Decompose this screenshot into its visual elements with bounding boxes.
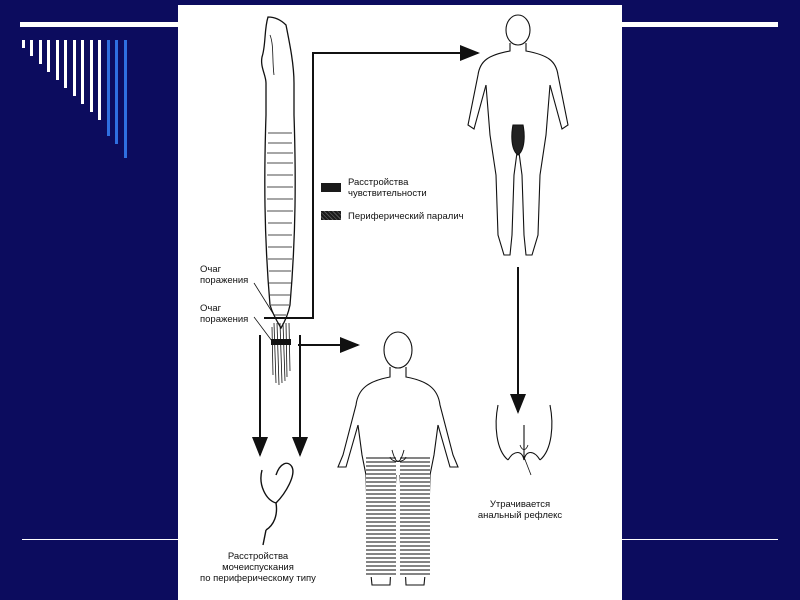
buttocks-figure [495, 404, 553, 476]
legend-swatch-hatched [321, 211, 341, 220]
diagram-drawing [252, 14, 569, 586]
diagram-figure: Расстройства чувствительности Перифериче… [178, 5, 622, 600]
bottom-divider-line-right [622, 539, 778, 540]
label-anal-reflex: Утрачивается анальный рефлекс [477, 499, 563, 521]
connector-arrows [252, 45, 526, 457]
legend-swatch-solid [321, 183, 341, 192]
legend-label-paralysis: Периферический паралич [348, 211, 464, 222]
bottom-divider-line [22, 539, 178, 540]
label-urination: Расстройства мочеиспускания по периферич… [200, 551, 316, 584]
body-back-figure [467, 14, 569, 256]
spinal-cord [260, 16, 296, 386]
legend-label-sensory: Расстройства чувствительности [348, 177, 427, 199]
label-lesion-lower: Очаг поражения [200, 303, 249, 325]
body-front-figure [337, 331, 459, 586]
top-divider-line-right [622, 22, 778, 27]
top-divider-line [20, 22, 180, 27]
bladder-figure [260, 462, 294, 546]
label-lesion-upper: Очаг поражения [200, 264, 249, 286]
